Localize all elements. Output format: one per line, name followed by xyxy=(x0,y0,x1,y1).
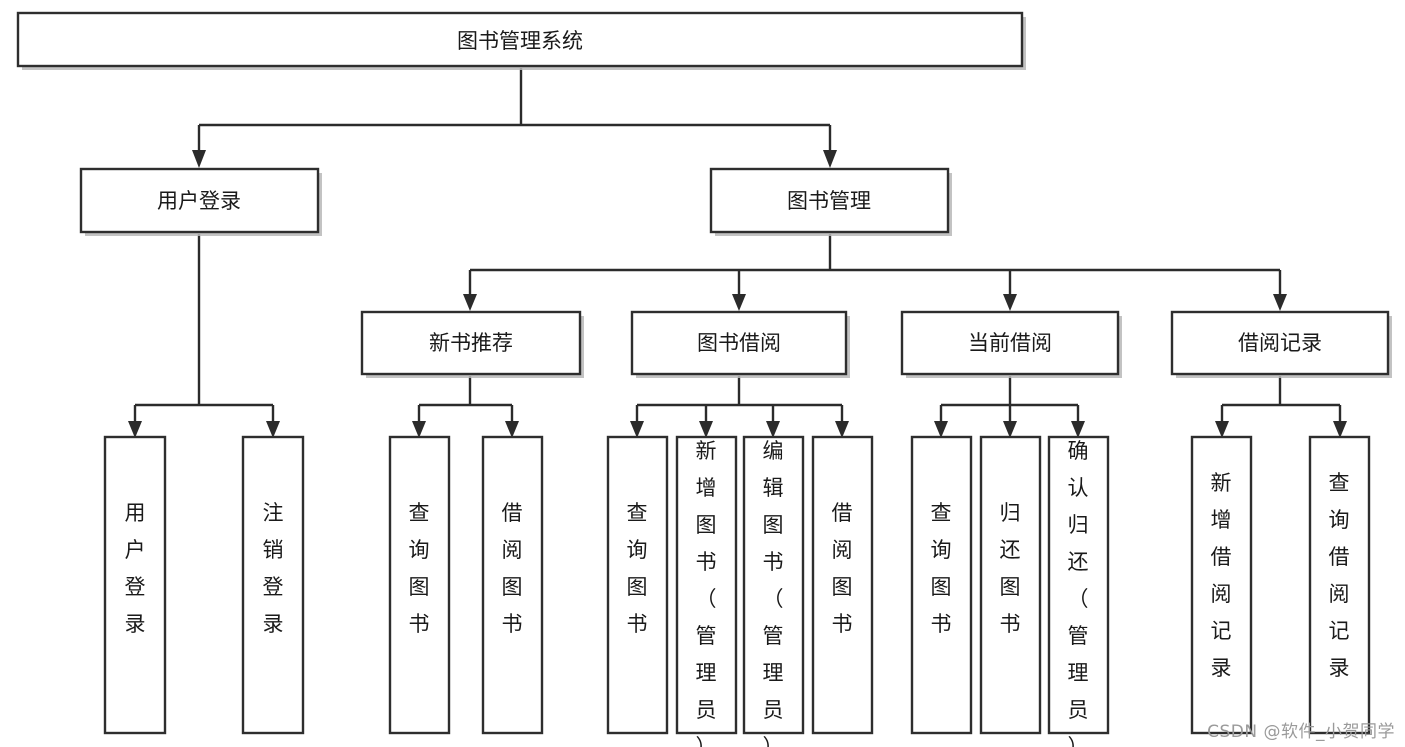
arrowhead-leaf-query-book-1 xyxy=(412,421,426,438)
node-book-manage[interactable]: 图书管理 xyxy=(709,167,952,236)
node-leaf-borrow-book-2[interactable]: 借阅图书 xyxy=(811,435,874,735)
node-leaf-borrow-book-2-box[interactable] xyxy=(811,435,874,735)
node-borrow-record-label: 借阅记录 xyxy=(1238,331,1322,355)
arrowhead-current-borrow xyxy=(1003,294,1017,311)
arrowhead-leaf-edit-book xyxy=(766,421,780,438)
node-leaf-borrow-book-2-label: 借阅图书 xyxy=(832,501,853,636)
node-leaf-borrow-book-1-label: 借阅图书 xyxy=(502,501,523,636)
node-book-manage-box[interactable] xyxy=(709,167,950,234)
node-leaf-query-book-1[interactable]: 查询图书 xyxy=(388,435,451,735)
node-leaf-user-login[interactable]: 用户登录 xyxy=(103,435,167,735)
node-leaf-add-book-box[interactable] xyxy=(675,435,738,735)
arrowhead-book-borrow xyxy=(732,294,746,311)
arrowhead-leaf-add-book xyxy=(699,421,713,438)
edge-group-borrow-record-to-leaves xyxy=(1215,376,1347,438)
node-book-manage-label: 图书管理 xyxy=(787,189,871,213)
node-leaf-add-book-label: 新增图书（管理员） xyxy=(696,439,717,747)
node-book-borrow-box[interactable] xyxy=(630,310,848,376)
node-new-book-rec-box[interactable] xyxy=(360,310,582,376)
node-user-login-box[interactable] xyxy=(79,167,320,234)
node-leaf-borrow-book-1[interactable]: 借阅图书 xyxy=(481,435,544,735)
node-current-borrow-label: 当前借阅 xyxy=(968,331,1052,355)
node-leaf-logout-box[interactable] xyxy=(241,435,305,735)
node-leaf-borrow-book-1-box[interactable] xyxy=(481,435,544,735)
node-current-borrow[interactable]: 当前借阅 xyxy=(900,310,1122,378)
csdn-watermark: CSDN @软件_小贺同学 xyxy=(1207,722,1395,742)
node-leaf-user-login-box[interactable] xyxy=(103,435,167,735)
node-root-label: 图书管理系统 xyxy=(457,29,583,53)
node-leaf-return-book[interactable]: 归还图书 xyxy=(979,435,1042,735)
edge-group-root-to-level2 xyxy=(192,68,837,168)
edge-group-user-login-to-leaves xyxy=(128,234,280,438)
node-current-borrow-box[interactable] xyxy=(900,310,1120,376)
edge-group-current-borrow-to-leaves xyxy=(934,376,1085,438)
arrowhead-leaf-query-book-2 xyxy=(630,421,644,438)
arrowhead-borrow-record xyxy=(1273,294,1287,311)
arrowhead-leaf-query-record xyxy=(1333,421,1347,438)
arrowhead-user-login xyxy=(192,150,206,168)
arrowhead-leaf-user-login xyxy=(128,421,142,438)
node-leaf-query-book-3-label: 查询图书 xyxy=(931,501,952,636)
node-leaf-add-record-label: 新增借阅记录 xyxy=(1211,471,1232,680)
node-leaf-query-record[interactable]: 查询借阅记录 xyxy=(1308,435,1371,735)
arrowhead-leaf-return-book xyxy=(1003,421,1017,438)
node-leaf-query-record-box[interactable] xyxy=(1308,435,1371,735)
node-borrow-record-box[interactable] xyxy=(1170,310,1390,376)
node-leaf-query-book-2-box[interactable] xyxy=(606,435,669,735)
node-user-login[interactable]: 用户登录 xyxy=(79,167,322,236)
node-new-book-rec[interactable]: 新书推荐 xyxy=(360,310,584,378)
arrowhead-book-manage xyxy=(823,150,837,168)
node-leaf-query-record-label: 查询借阅记录 xyxy=(1329,471,1350,680)
node-new-book-rec-label: 新书推荐 xyxy=(429,331,513,355)
node-leaf-logout[interactable]: 注销登录 xyxy=(241,435,305,735)
node-leaf-user-login-label: 用户登录 xyxy=(125,501,146,636)
node-leaf-logout-label: 注销登录 xyxy=(263,501,284,636)
node-user-login-label: 用户登录 xyxy=(157,189,241,213)
node-leaf-edit-book-label: 编辑图书（管理员） xyxy=(763,439,784,747)
node-leaf-confirm-return[interactable]: 确认归还（管理员） xyxy=(1047,435,1110,747)
node-book-borrow[interactable]: 图书借阅 xyxy=(630,310,850,378)
node-leaf-return-book-box[interactable] xyxy=(979,435,1042,735)
arrowhead-leaf-borrow-book-2 xyxy=(835,421,849,438)
arrowhead-new-book-rec xyxy=(463,294,477,311)
node-leaf-add-record[interactable]: 新增借阅记录 xyxy=(1190,435,1253,735)
arrowhead-leaf-add-record xyxy=(1215,421,1229,438)
node-leaf-query-book-3-box[interactable] xyxy=(910,435,973,735)
node-leaf-confirm-return-label: 确认归还（管理员） xyxy=(1068,439,1089,747)
node-leaf-query-book-3[interactable]: 查询图书 xyxy=(910,435,973,735)
arrowhead-leaf-borrow-book-1 xyxy=(505,421,519,438)
node-leaf-return-book-label: 归还图书 xyxy=(1000,501,1021,636)
arrowhead-leaf-confirm-return xyxy=(1071,421,1085,438)
node-leaf-query-book-1-label: 查询图书 xyxy=(409,501,430,636)
node-leaf-query-book-2-label: 查询图书 xyxy=(627,501,648,636)
node-root-box[interactable] xyxy=(16,11,1024,68)
node-leaf-edit-book[interactable]: 编辑图书（管理员） xyxy=(742,435,805,747)
node-leaf-add-record-box[interactable] xyxy=(1190,435,1253,735)
node-leaf-query-book-1-box[interactable] xyxy=(388,435,451,735)
arrowhead-leaf-logout xyxy=(266,421,280,438)
node-root-system[interactable]: 图书管理系统 xyxy=(16,11,1026,70)
edge-group-book-borrow-to-leaves xyxy=(630,376,849,438)
node-leaf-confirm-return-box[interactable] xyxy=(1047,435,1110,735)
node-leaf-add-book[interactable]: 新增图书（管理员） xyxy=(675,435,738,747)
node-leaf-edit-book-box[interactable] xyxy=(742,435,805,735)
node-leaf-query-book-2[interactable]: 查询图书 xyxy=(606,435,669,735)
node-borrow-record[interactable]: 借阅记录 xyxy=(1170,310,1392,378)
edge-group-new-book-rec-to-leaves xyxy=(412,376,519,438)
arrowhead-leaf-query-book-3 xyxy=(934,421,948,438)
node-book-borrow-label: 图书借阅 xyxy=(697,331,781,355)
edge-group-book-manage-to-level3 xyxy=(463,234,1287,311)
